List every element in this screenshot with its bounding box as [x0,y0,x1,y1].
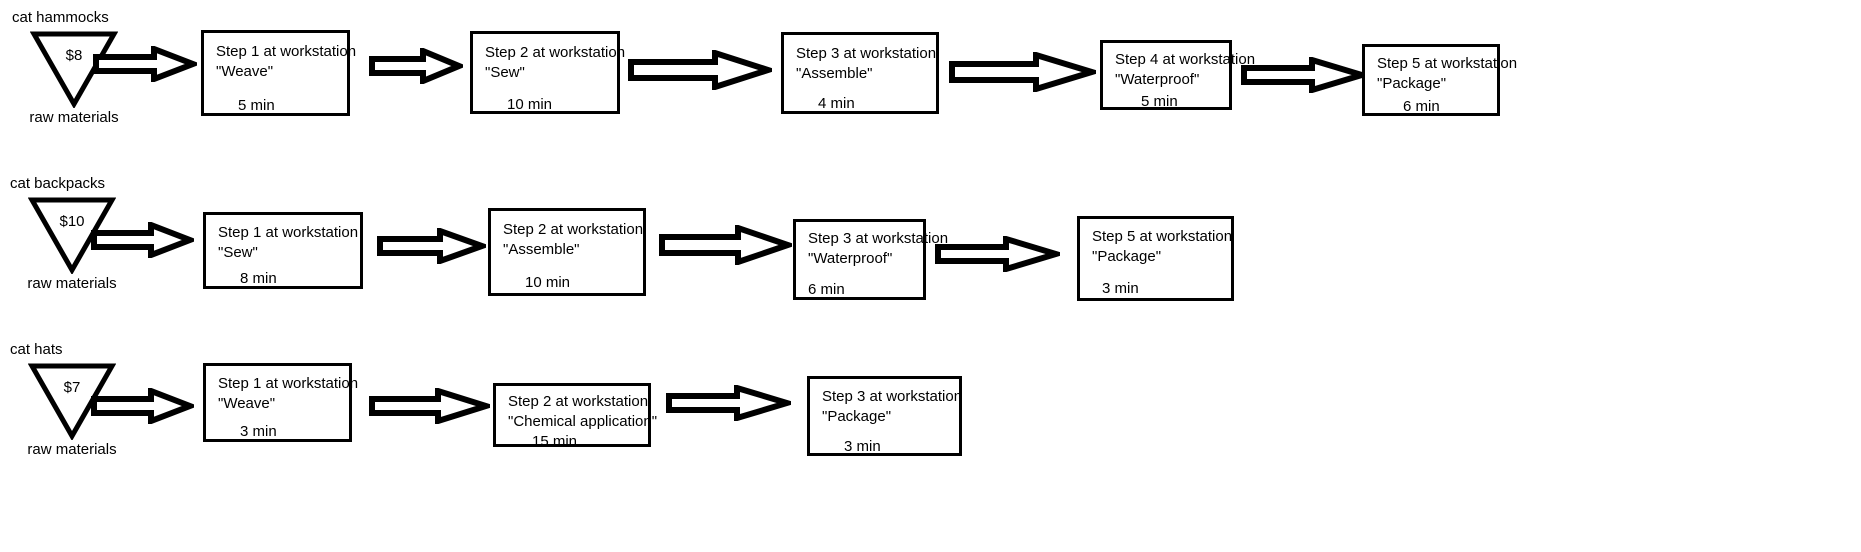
step-box: Step 5 at workstation "Package" 3 min [1077,216,1234,301]
flow-arrow-icon [90,222,194,258]
step-workstation: "Sew" [218,244,258,261]
step-time: 6 min [1403,98,1440,115]
flow-arrow-icon [627,50,772,90]
step-box: Step 1 at workstation "Weave" 5 min [201,30,357,116]
step-workstation: "Waterproof" [1115,71,1200,88]
step-workstation: "Waterproof" [808,250,893,267]
step-workstation: "Package" [822,408,892,425]
flow-arrow-icon [934,236,1060,272]
step-time: 5 min [238,97,275,114]
step-title: Step 2 at workstation [503,221,644,238]
step-workstation: "Package" [1092,248,1162,265]
step-title: Step 3 at workstation [808,230,949,247]
step-box: Step 5 at workstation "Package" 6 min [1362,44,1518,116]
step-time: 15 min [532,433,578,450]
flow-arrow-icon [948,52,1096,92]
flow-arrow-icon [92,46,197,82]
step-box: Step 4 at workstation "Waterproof" 5 min [1100,40,1256,110]
step-title: Step 3 at workstation [822,388,963,405]
step-workstation: "Assemble" [503,241,580,258]
step-box: Step 3 at workstation "Assemble" 4 min [781,32,939,114]
step-box: Step 2 at workstation "Sew" 10 min [470,31,626,114]
step-box: Step 3 at workstation "Waterproof" 6 min [793,219,949,300]
step-workstation: "Package" [1377,75,1447,92]
flow-arrow-icon [1240,57,1366,93]
step-time: 10 min [525,274,571,291]
step-title: Step 2 at workstation [485,44,626,61]
step-box: Step 3 at workstation "Package" 3 min [807,376,962,456]
step-time: 10 min [507,96,553,113]
product-line-label-cat-hammocks: cat hammocks [12,9,109,26]
step-box: Step 1 at workstation "Sew" 8 min [203,212,363,289]
flow-arrow-icon [90,388,194,424]
step-time: 3 min [1102,280,1139,297]
step-workstation: "Weave" [218,395,276,412]
step-title: Step 1 at workstation [218,224,359,241]
step-time: 6 min [808,281,845,298]
step-time: 3 min [844,438,881,455]
raw-materials-caption-cat-backpacks: raw materials [27,275,117,292]
step-workstation: "Sew" [485,64,525,81]
raw-materials-caption-cat-hats: raw materials [27,441,117,458]
flow-arrow-icon [368,48,463,84]
step-workstation: "Chemical application" [508,413,658,430]
step-title: Step 5 at workstation [1377,55,1518,72]
step-title: Step 2 at workstation [508,393,649,410]
step-box: Step 1 at workstation "Weave" 3 min [203,363,359,442]
flow-arrow-icon [658,225,792,265]
flow-arrow-icon [368,388,490,424]
step-title: Step 5 at workstation [1092,228,1233,245]
step-time: 8 min [240,270,277,287]
step-time: 4 min [818,95,855,112]
step-box: Step 2 at workstation "Chemical applicat… [493,383,658,450]
step-time: 5 min [1141,93,1178,110]
step-workstation: "Weave" [216,63,274,80]
step-workstation: "Assemble" [796,65,873,82]
step-title: Step 3 at workstation [796,45,937,62]
flow-arrow-icon [376,228,486,264]
step-title: Step 1 at workstation [218,375,359,392]
raw-materials-caption-cat-hammocks: raw materials [29,109,119,126]
step-title: Step 1 at workstation [216,43,357,60]
step-box: Step 2 at workstation "Assemble" 10 min [488,208,646,296]
product-line-label-cat-backpacks: cat backpacks [10,175,106,192]
step-title: Step 4 at workstation [1115,51,1256,68]
step-time: 3 min [240,423,277,440]
product-line-label-cat-hats: cat hats [10,341,63,358]
flow-arrow-icon [665,385,791,421]
